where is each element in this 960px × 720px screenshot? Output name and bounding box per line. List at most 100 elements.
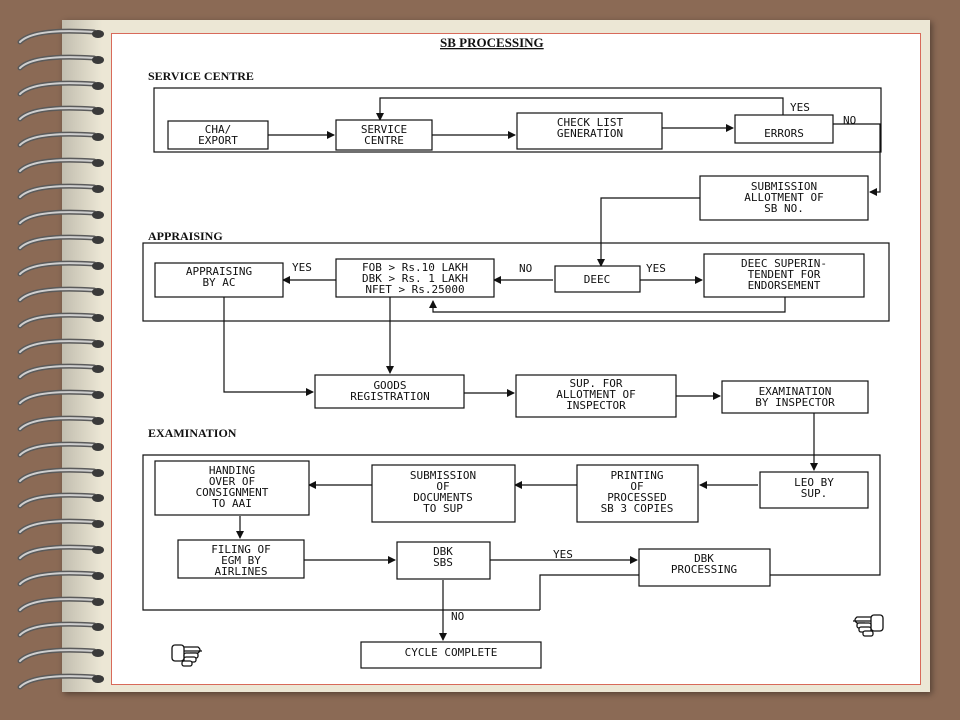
edge-errors-no	[833, 123, 881, 196]
node-box-cha-export	[167, 120, 269, 150]
node-box-check-list	[516, 112, 663, 150]
node-label-cycle-complete: CYCLE COMPLETE	[405, 646, 498, 659]
spiral-ring	[14, 594, 106, 616]
node-box-deec-superintendent	[703, 253, 865, 298]
edge-label-errors-no: NO	[843, 114, 856, 127]
node-box-examination-inspector	[721, 380, 869, 414]
node-box-dbk-sbs	[396, 541, 491, 580]
node-label-leo-sup: LEO BY	[794, 476, 834, 489]
node-label-submission-allotment: SB NO.	[764, 202, 804, 215]
node-label-handing-over: HANDING	[209, 464, 255, 477]
spiral-ring	[14, 155, 106, 177]
spiral-ring	[14, 516, 106, 538]
node-label-goods-registration: GOODS	[373, 379, 406, 392]
spiral-ring	[14, 465, 106, 487]
node-label-submission-documents: OF	[436, 480, 449, 493]
edge-label-fob-yes: YES	[292, 261, 312, 274]
edge-label-dbk-yes: YES	[553, 548, 573, 561]
node-box-errors	[734, 114, 834, 144]
node-label-sup-allotment: INSPECTOR	[566, 399, 626, 412]
node-box-submission-documents	[371, 464, 516, 523]
node-label-appraising-ac: BY AC	[202, 276, 235, 289]
spiral-ring	[14, 103, 106, 125]
node-label-printing: PROCESSED	[607, 491, 667, 504]
node-label-fob-criteria: FOB > Rs.10 LAKH	[362, 261, 468, 274]
node-label-fob-criteria: NFET > Rs.25000	[365, 283, 464, 296]
spiral-ring	[14, 26, 106, 48]
appraising-frame	[142, 242, 890, 322]
node-label-dbk-processing: PROCESSING	[671, 563, 737, 576]
node-label-printing: PRINTING	[611, 469, 664, 482]
node-label-examination-inspector: BY INSPECTOR	[755, 396, 835, 409]
node-box-handing-over	[154, 460, 310, 516]
spiral-ring	[14, 568, 106, 590]
node-label-appraising-ac: APPRAISING	[186, 265, 252, 278]
node-box-dbk-processing	[638, 548, 771, 587]
node-box-cycle-complete	[360, 641, 542, 669]
spiral-ring	[14, 387, 106, 409]
node-label-deec: DEEC	[584, 273, 611, 286]
node-box-leo	[759, 471, 869, 509]
node-label-submission-documents: DOCUMENTS	[413, 491, 473, 504]
node-label-check-list: CHECK LIST	[557, 116, 624, 129]
node-box-printing	[576, 464, 699, 523]
node-box-deec	[554, 265, 641, 293]
service-centre-frame	[153, 87, 882, 153]
page-title: SB PROCESSING	[440, 35, 544, 50]
node-label-filing-egm: AIRLINES	[215, 565, 268, 578]
spiral-ring	[14, 310, 106, 332]
node-box-fob	[335, 258, 495, 298]
node-label-goods-registration: REGISTRATION	[350, 390, 429, 403]
node-box-submission-allotment	[699, 175, 869, 221]
spiral-ring	[14, 52, 106, 74]
spiral-ring	[14, 258, 106, 280]
node-label-service-centre: SERVICE	[361, 123, 407, 136]
node-label-check-list: GENERATION	[557, 127, 623, 140]
node-label-deec-superintendent: TENDENT FOR	[748, 268, 821, 281]
section-appraising: APPRAISING	[148, 229, 223, 243]
node-label-dbk-sbs: DBK	[433, 545, 453, 558]
node-label-submission-allotment: SUBMISSION	[751, 180, 817, 193]
node-label-service-centre: CENTRE	[364, 134, 404, 147]
edge-errors-yes	[376, 97, 784, 121]
section-examination: EXAMINATION	[148, 426, 237, 440]
node-label-fob-criteria: DBK > Rs. 1 LAKH	[362, 272, 468, 285]
spiral-ring	[14, 207, 106, 229]
node-label-sup-allotment: SUP. FOR	[570, 377, 623, 390]
spiral-ring	[14, 490, 106, 512]
spiral-ring	[14, 413, 106, 435]
edge-appraising-goods	[223, 297, 314, 396]
spiral-ring	[14, 232, 106, 254]
node-box-appraising-ac	[154, 262, 284, 298]
node-label-handing-over: TO AAI	[212, 497, 252, 510]
spiral-ring	[14, 645, 106, 667]
node-label-examination-inspector: EXAMINATION	[759, 385, 832, 398]
edge-superintendent-fob	[429, 297, 786, 313]
node-label-leo-sup: SUP.	[801, 487, 828, 500]
node-label-cha-export: CHA/	[205, 123, 232, 136]
node-label-handing-over: CONSIGNMENT	[196, 486, 269, 499]
edge-label-deec-yes: YES	[646, 262, 666, 275]
node-label-filing-egm: EGM BY	[221, 554, 261, 567]
edge-label-errors-yes: YES	[790, 101, 810, 114]
spiral-ring	[14, 336, 106, 358]
spiral-ring	[14, 129, 106, 151]
node-label-filing-egm: FILING OF	[211, 543, 271, 556]
spiral-ring	[14, 181, 106, 203]
node-label-printing: SB 3 COPIES	[601, 502, 674, 515]
node-box-filing-egm	[177, 539, 305, 579]
pointing-hand-icon	[853, 614, 884, 637]
node-label-errors: ERRORS	[764, 127, 804, 140]
node-label-deec-superintendent: ENDORSEMENT	[748, 279, 821, 292]
node-label-submission-documents: SUBMISSION	[410, 469, 476, 482]
node-label-dbk-processing: DBK	[694, 552, 714, 565]
examination-frame	[142, 454, 881, 611]
node-label-submission-allotment: ALLOTMENT OF	[744, 191, 823, 204]
edge-label-dbk-no: NO	[451, 610, 464, 623]
edge-submission-deec	[597, 197, 700, 267]
section-service-centre: SERVICE CENTRE	[148, 69, 254, 83]
edge-label-deec-no: NO	[519, 262, 532, 275]
node-box-service-centre	[335, 119, 433, 151]
node-box-sup-allotment	[515, 374, 677, 418]
